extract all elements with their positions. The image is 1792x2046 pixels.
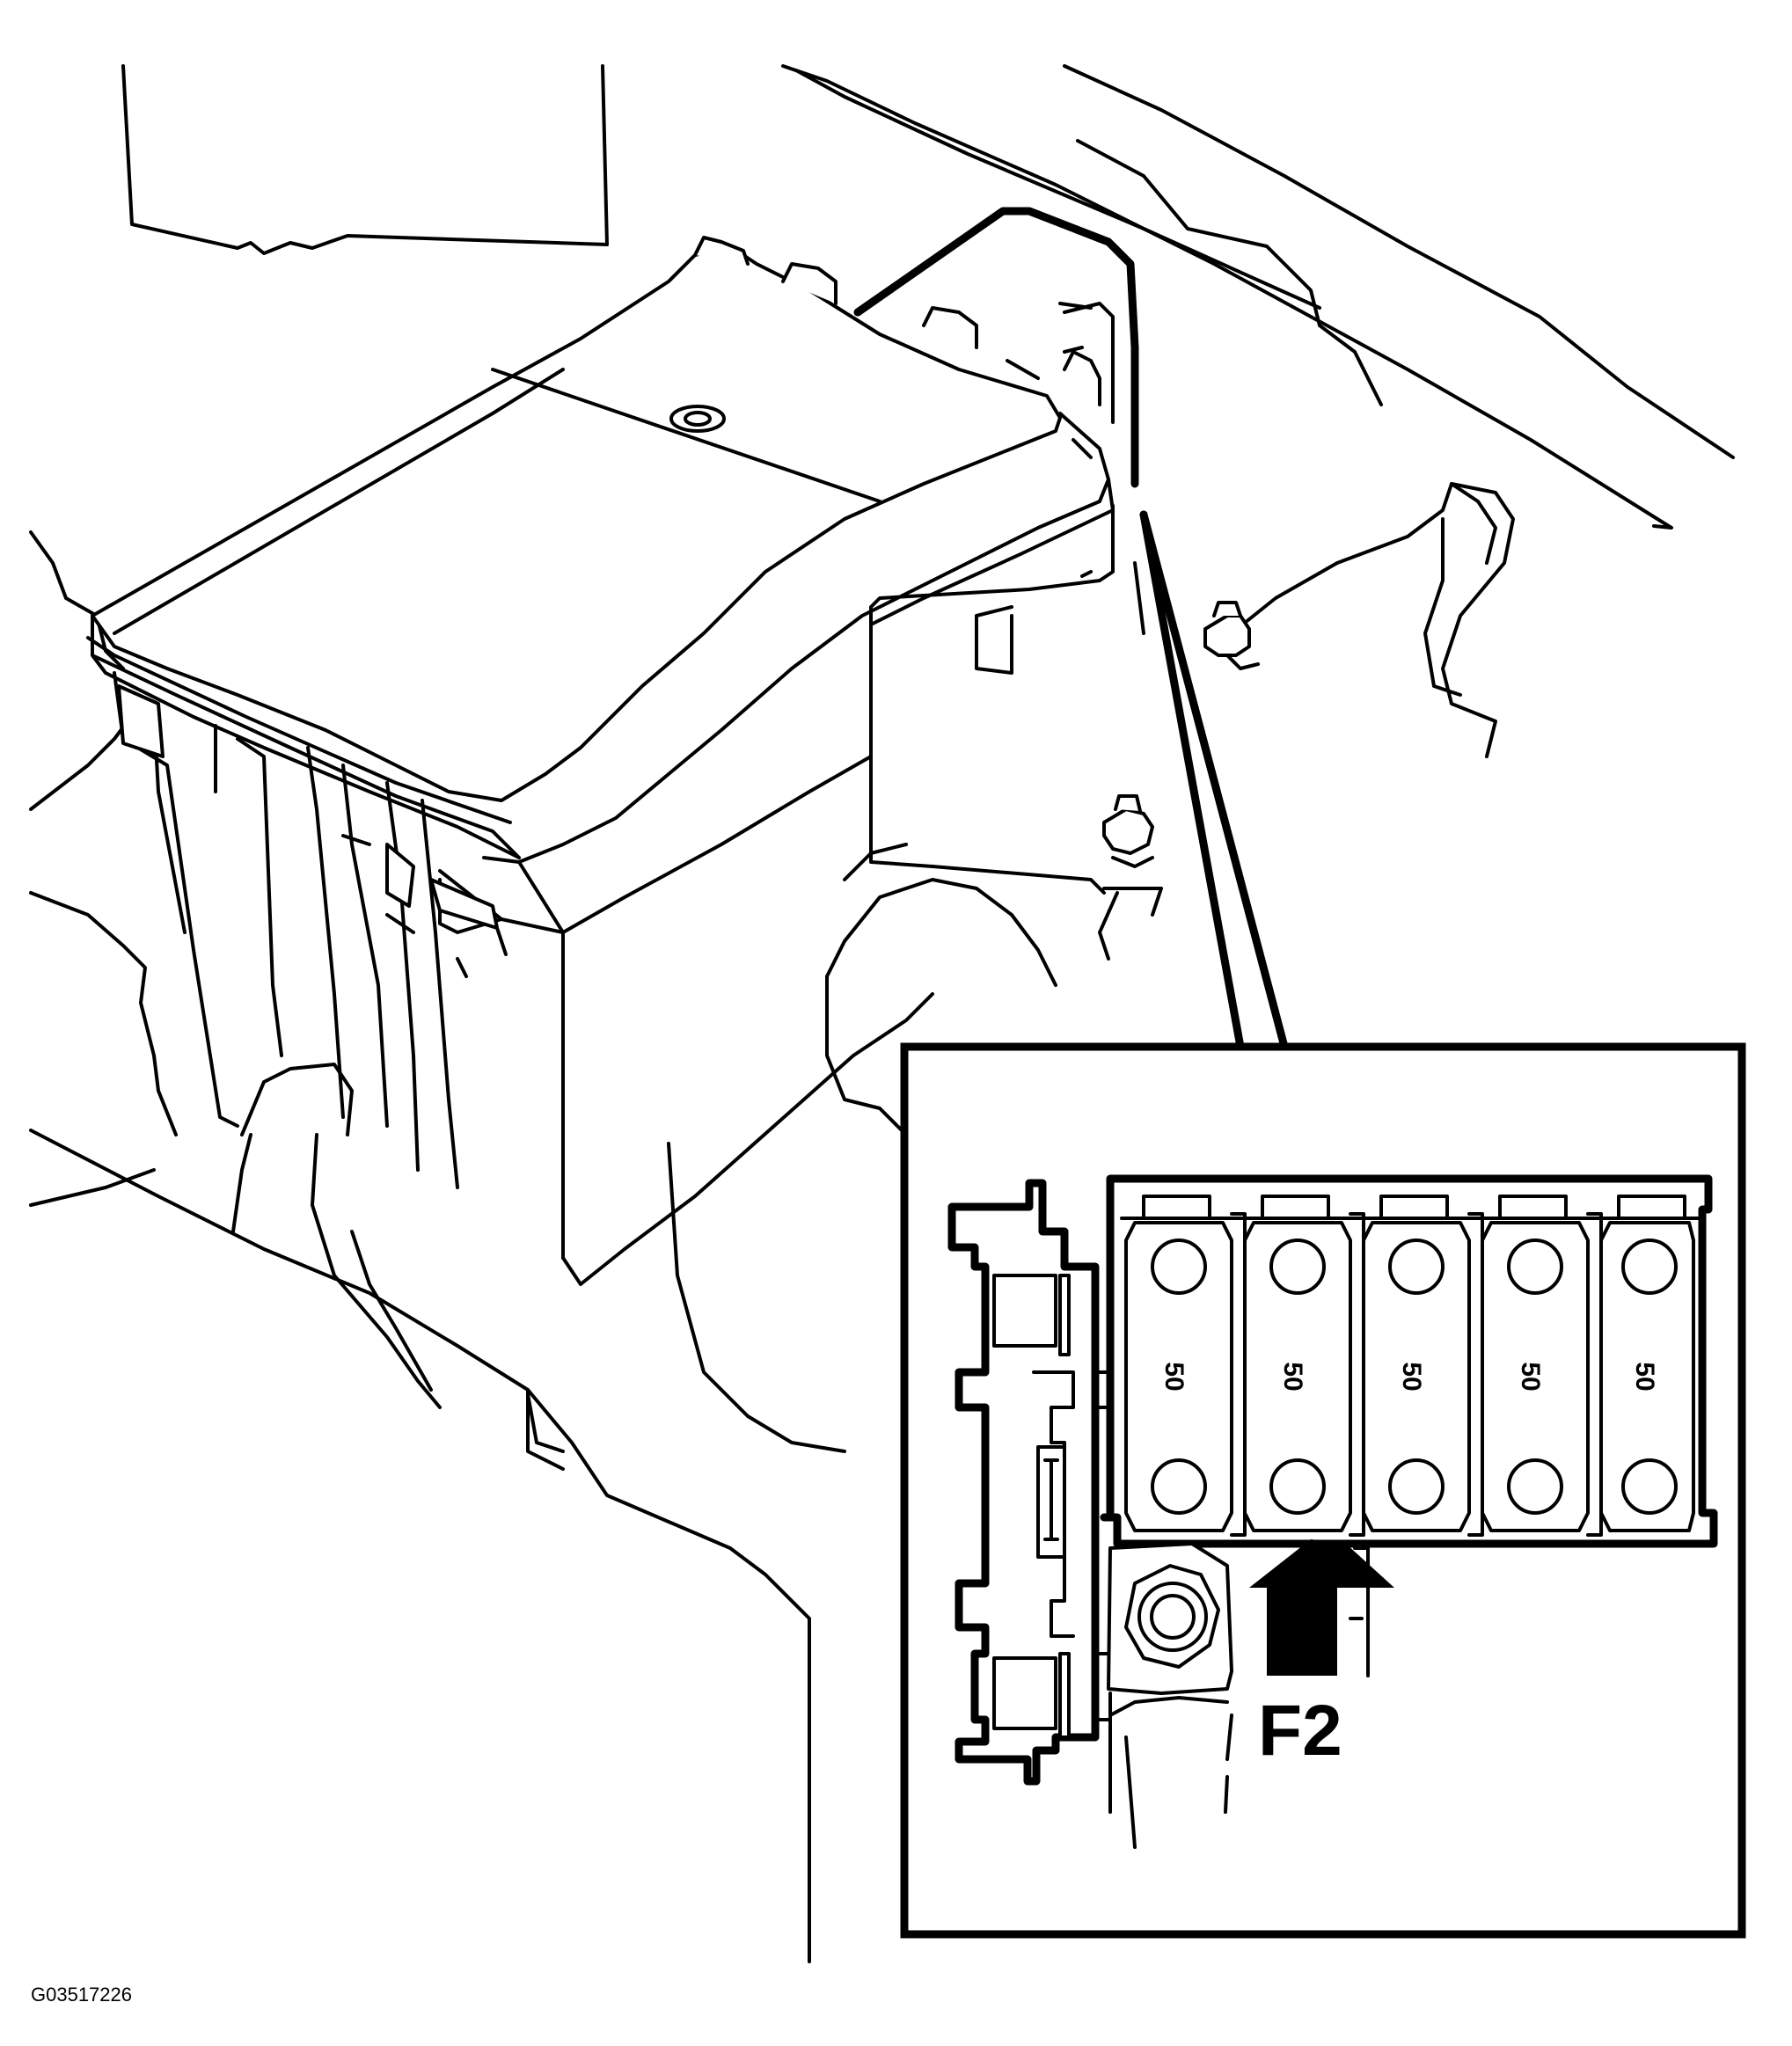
callout-label: F2 — [1258, 1691, 1342, 1771]
fuse-3: 50 — [1362, 1195, 1471, 1532]
fuse-rating: 50 — [1630, 1362, 1659, 1391]
fuse-5: 50 — [1599, 1195, 1695, 1532]
figure-code: G03517226 — [31, 1984, 132, 2006]
engine-bay-background — [29, 64, 1735, 1963]
terminal-nut — [1107, 1542, 1233, 1849]
fuse-rating: 50 — [1159, 1362, 1189, 1391]
fuse-4: 50 — [1481, 1195, 1590, 1532]
fuse-rating: 50 — [1516, 1362, 1545, 1391]
mounting-bolts — [1102, 601, 1260, 868]
side-connector — [947, 1179, 1110, 1786]
fuse-box-housing — [86, 236, 1163, 1286]
fuse-row: 50 50 50 — [1120, 1195, 1704, 1537]
fuse-rating: 50 — [1278, 1362, 1307, 1391]
arrow-up-icon — [1249, 1539, 1394, 1676]
callout-leader — [1133, 510, 1289, 1051]
fuse-rating: 50 — [1397, 1362, 1426, 1391]
fuse-2: 50 — [1243, 1195, 1352, 1532]
detail-inset-content: 50 50 50 — [947, 1174, 1718, 1849]
fuse-1: 50 — [1124, 1195, 1233, 1532]
wire-harness — [853, 207, 1139, 488]
